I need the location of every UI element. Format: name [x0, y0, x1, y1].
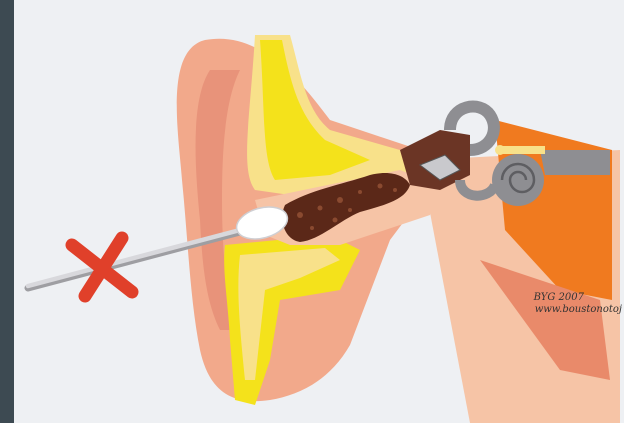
credit-website: www.boustonotoj	[535, 304, 622, 315]
credit-author: BYG 2007	[534, 292, 584, 303]
left-edge-shadow	[0, 0, 14, 423]
nerve-bar	[500, 146, 545, 154]
